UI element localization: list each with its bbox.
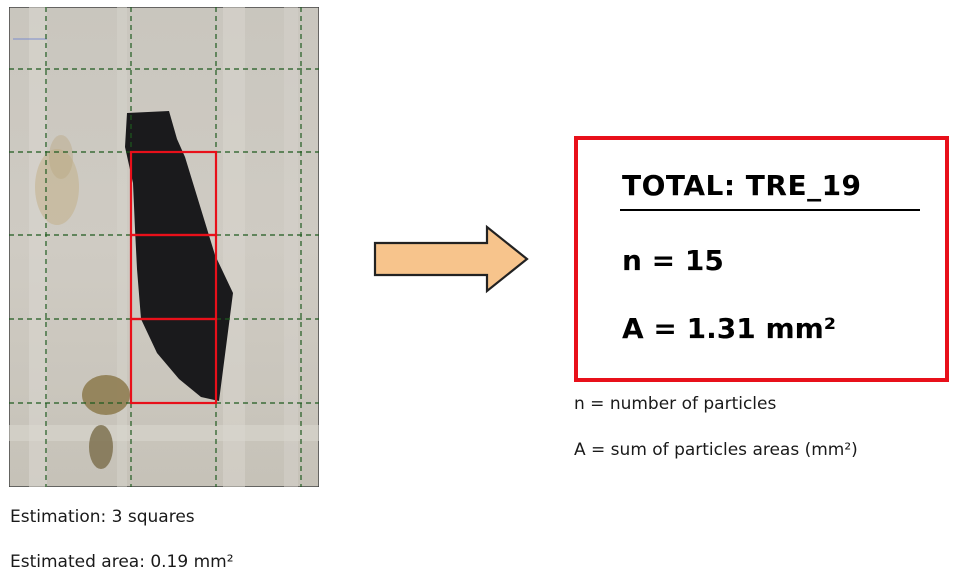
legend-n-definition: n = number of particles [574,394,777,414]
estimation-square [129,317,218,405]
result-title: TOTAL: TRE_19 [622,169,862,202]
particle-photo [9,7,319,487]
particle-shape [125,111,233,401]
result-box: TOTAL: TRE_19 n = 15 A = 1.31 mm² [574,136,949,382]
particle-count: n = 15 [622,244,724,277]
legend-a-definition: A = sum of particles areas (mm²) [574,440,858,460]
estimated-area-caption: Estimated area: 0.19 mm² [10,552,234,572]
estimation-squares [129,150,218,405]
title-underline [620,209,920,211]
right-arrow-icon [372,224,532,294]
blob-shape [82,375,130,415]
total-area: A = 1.31 mm² [622,312,837,345]
estimation-caption: Estimation: 3 squares [10,507,195,527]
